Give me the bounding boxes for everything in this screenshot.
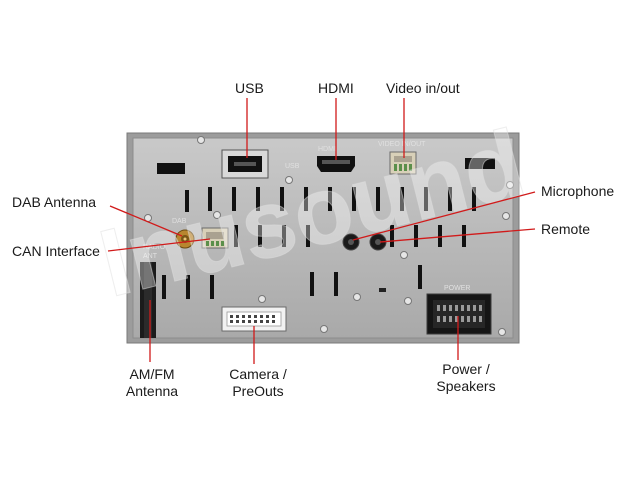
panel-label-hdmi: HDMI <box>318 146 336 153</box>
vent-slots-bottom <box>162 265 422 299</box>
dab-antenna-connector <box>175 229 195 249</box>
indicator-mark <box>379 288 386 292</box>
microphone-jack <box>342 233 360 251</box>
label-camera-preouts: Camera / PreOuts <box>218 366 298 400</box>
panel-label-power: POWER <box>444 285 470 292</box>
can-interface-connector <box>201 227 229 249</box>
label-camera-line2: PreOuts <box>232 383 284 399</box>
leader-dab <box>109 205 183 237</box>
power-speakers-connector <box>426 293 492 335</box>
leader-remote <box>379 228 536 243</box>
usb-port <box>221 149 269 179</box>
mount-slot-right <box>465 158 495 169</box>
panel-label-radio: RADIO <box>143 244 166 251</box>
panel-label-usb: USB <box>285 163 300 170</box>
leader-can <box>107 238 211 252</box>
hdmi-port <box>317 156 355 172</box>
video-connector <box>389 151 417 175</box>
panel-label-dab: DAB <box>172 218 187 225</box>
label-can-interface: CAN Interface <box>12 243 100 259</box>
panel-label-ant: ANT <box>143 253 158 260</box>
label-amfm-line2: Antenna <box>125 383 179 399</box>
label-amfm-antenna: AM/FM Antenna <box>112 366 192 400</box>
screws <box>142 136 514 336</box>
panel-label-video: VIDEO IN/OUT <box>378 141 426 148</box>
leader-microphone <box>352 191 536 241</box>
leader-lines <box>107 98 536 364</box>
label-video: Video in/out <box>386 80 460 96</box>
label-power-line1: Power / <box>442 361 490 377</box>
label-remote: Remote <box>541 221 591 237</box>
label-usb: USB <box>235 80 264 96</box>
label-camera-line1: Camera / <box>229 366 287 382</box>
label-amfm-line1: AM/FM <box>129 366 175 382</box>
amfm-antenna-cable <box>140 262 156 338</box>
vent-slots-lower-left <box>234 225 466 247</box>
vent-slots-upper <box>185 187 476 212</box>
label-microphone: Microphone <box>541 183 615 199</box>
label-hdmi: HDMI <box>318 80 354 96</box>
label-dab-antenna: DAB Antenna <box>12 194 97 210</box>
mount-slot-left <box>157 163 185 174</box>
label-power-line2: Speakers <box>436 378 496 394</box>
label-power-speakers: Power / Speakers <box>426 361 506 395</box>
